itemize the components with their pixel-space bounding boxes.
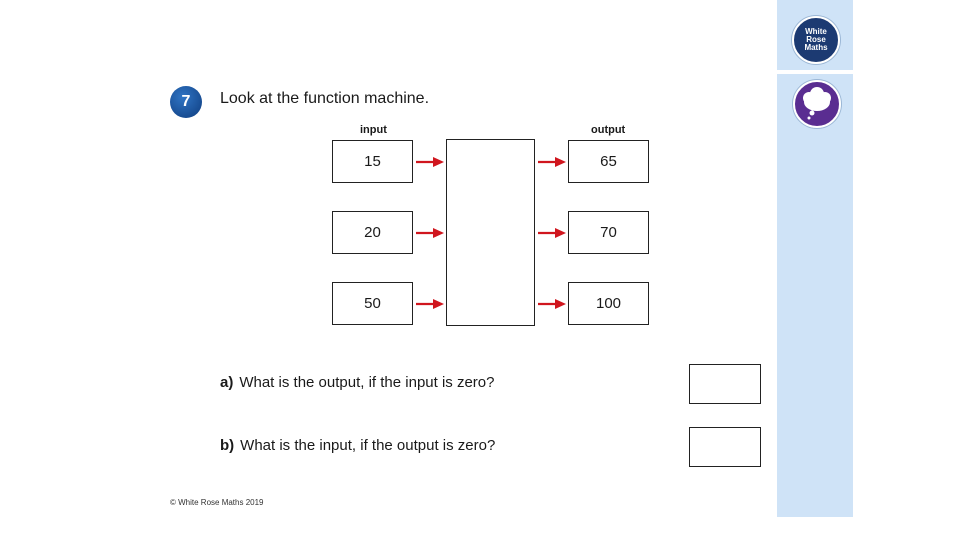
red-arrow-icon — [538, 157, 566, 167]
input-column-label: input — [360, 124, 387, 136]
function-machine — [446, 139, 535, 326]
output-box-2: 70 — [568, 211, 649, 254]
input-box-2: 20 — [332, 211, 413, 254]
sidebar: White Rose Maths — [777, 0, 853, 517]
red-arrow-icon — [538, 228, 566, 238]
answer-box-b[interactable] — [689, 427, 761, 467]
output-box-1: 65 — [568, 140, 649, 183]
question-a-text: What is the output, if the input is zero… — [239, 374, 495, 391]
sidebar-divider — [777, 70, 853, 74]
question-b-letter: b) — [220, 437, 235, 454]
question-b-text: What is the input, if the output is zero… — [240, 437, 496, 454]
question-b: b) What is the input, if the output is ze… — [220, 437, 495, 454]
copyright-footer: © White Rose Maths 2019 — [170, 498, 264, 507]
question-prompt: Look at the function machine. — [220, 90, 430, 107]
logo-line-3: Maths — [804, 43, 828, 52]
input-box-3: 50 — [332, 282, 413, 325]
thought-bubble-icon — [793, 80, 841, 128]
question-a-letter: a) — [220, 374, 234, 391]
red-arrow-icon — [416, 157, 444, 167]
output-box-3: 100 — [568, 282, 649, 325]
white-rose-maths-logo: White Rose Maths — [792, 16, 840, 64]
logo-line-1: White — [805, 27, 827, 36]
question-a: a) What is the output, if the input is ze… — [220, 374, 494, 391]
red-arrow-icon — [416, 228, 444, 238]
answer-box-a[interactable] — [689, 364, 761, 404]
output-column-label: output — [591, 124, 626, 136]
question-number-badge: 7 — [170, 86, 202, 118]
red-arrow-icon — [416, 299, 444, 309]
input-box-1: 15 — [332, 140, 413, 183]
red-arrow-icon — [538, 299, 566, 309]
logo-line-2: Rose — [806, 35, 826, 44]
